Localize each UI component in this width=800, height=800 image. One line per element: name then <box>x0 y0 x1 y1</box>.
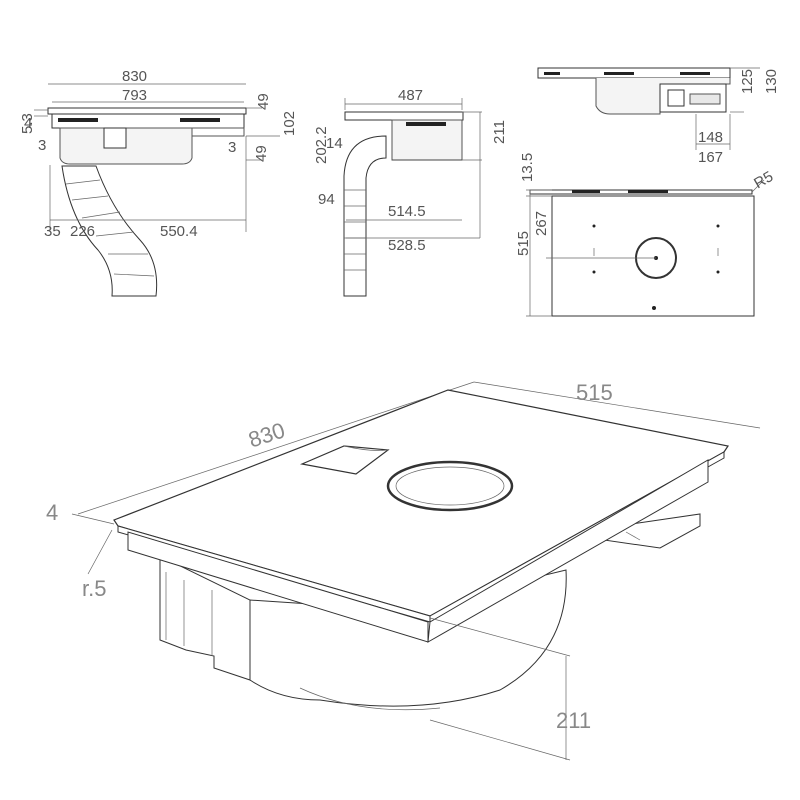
dim-width-small: 148 <box>698 129 723 146</box>
dim-iso-length: 830 <box>245 417 288 452</box>
dim-overall-width: 830 <box>122 68 147 85</box>
dim-center-depth: 267 <box>533 211 550 236</box>
dim-side-gap-right: 3 <box>228 139 236 156</box>
dim-height-large: 130 <box>763 69 780 94</box>
dim-edge-offset: 13.5 <box>519 153 536 182</box>
dim-depth: 487 <box>398 87 423 104</box>
dim-duct-depth: 94 <box>318 191 335 208</box>
dim-total-depth: 515 <box>515 231 532 256</box>
dim-total-height: 102 <box>281 111 298 136</box>
dim-height-small: 125 <box>739 69 756 94</box>
dim-width-large: 167 <box>698 149 723 166</box>
dim-duct-width: 226 <box>70 223 95 240</box>
dim-total-reach: 528.5 <box>388 237 426 254</box>
dim-glass-thickness: 4 <box>24 115 32 132</box>
dim-iso-height: 211 <box>556 708 591 733</box>
dim-iso-corner-radius: r.5 <box>82 576 106 601</box>
dim-duct-span: 550.4 <box>160 223 198 240</box>
dim-lower-height: 49 <box>253 145 270 162</box>
dim-upper-height: 49 <box>255 93 272 110</box>
dim-inner-width: 793 <box>122 87 147 104</box>
dim-side-gap-left: 3 <box>38 137 46 154</box>
dim-duct-offset: 35 <box>44 223 61 240</box>
iso-view: 830 515 4 r.5 211 <box>46 380 761 761</box>
plan-view: 13.5 267 515 R5 <box>515 153 776 317</box>
rear-view: 125 130 148 167 <box>537 67 780 166</box>
dim-height: 211 <box>491 120 508 144</box>
dim-duct-reach: 514.5 <box>388 203 426 220</box>
side-view: 487 202.2 14 94 514.5 528.5 211 <box>313 87 508 297</box>
dim-iso-depth: 515 <box>576 380 613 405</box>
dim-iso-thickness: 4 <box>46 500 58 525</box>
dim-duct-height: 202.2 <box>313 126 330 164</box>
dim-bend-radius: 14 <box>326 135 343 152</box>
front-view: 830 793 5.3 4 3 49 102 49 3 <box>19 68 298 297</box>
dim-top-offset: 5.3 <box>19 113 36 134</box>
